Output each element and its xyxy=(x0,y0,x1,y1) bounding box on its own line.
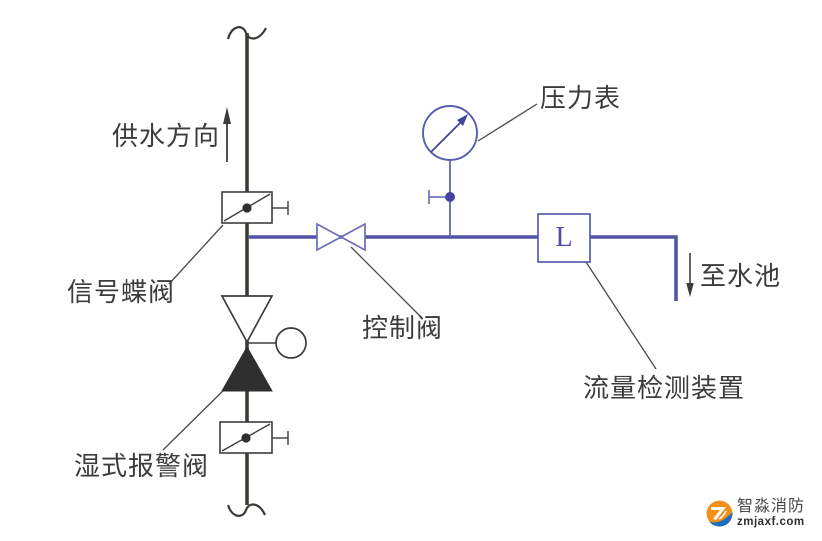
label-pressure-gauge: 压力表 xyxy=(540,84,622,113)
label-flow-direction: 供水方向 xyxy=(112,122,221,151)
wet-alarm-valve-symbol xyxy=(220,295,307,392)
gauge-stem-valve xyxy=(428,190,455,204)
leader-line-wet-alarm-valve xyxy=(162,382,232,451)
leader-line-signal-valve xyxy=(168,224,224,285)
flow-detector-box xyxy=(537,213,591,263)
leader-line-pressure-gauge xyxy=(477,103,538,142)
flow-detector-letter: L xyxy=(555,222,573,253)
brand-swirl-icon xyxy=(706,500,733,527)
to-pool-arrow xyxy=(686,253,694,297)
pipe-break-top xyxy=(226,26,267,40)
label-wet-alarm-valve: 湿式报警阀 xyxy=(74,452,210,481)
label-flow-detector: 流量检测装置 xyxy=(583,374,746,403)
control-valve-symbol xyxy=(316,222,366,252)
label-to-pool: 至水池 xyxy=(700,262,782,291)
watermark-domain: zmjaxf.com xyxy=(737,515,805,528)
watermark-logo: 智淼消防 zmjaxf.com xyxy=(706,498,806,528)
watermark-brand: 智淼消防 xyxy=(737,498,806,515)
watermark-text: 智淼消防 zmjaxf.com xyxy=(737,498,806,528)
pressure-gauge-symbol xyxy=(422,105,478,237)
signal-butterfly-valve-symbol xyxy=(221,191,289,224)
branch-pipe xyxy=(249,235,678,301)
pipe-break-bottom xyxy=(226,503,266,517)
flow-direction-arrow xyxy=(223,107,231,162)
leader-line-control-valve xyxy=(350,246,421,317)
leader-line-flow-detector xyxy=(583,258,657,370)
lower-butterfly-valve-symbol xyxy=(219,421,289,454)
label-control-valve: 控制阀 xyxy=(362,314,444,343)
label-signal-butterfly-valve: 信号蝶阀 xyxy=(67,278,176,307)
